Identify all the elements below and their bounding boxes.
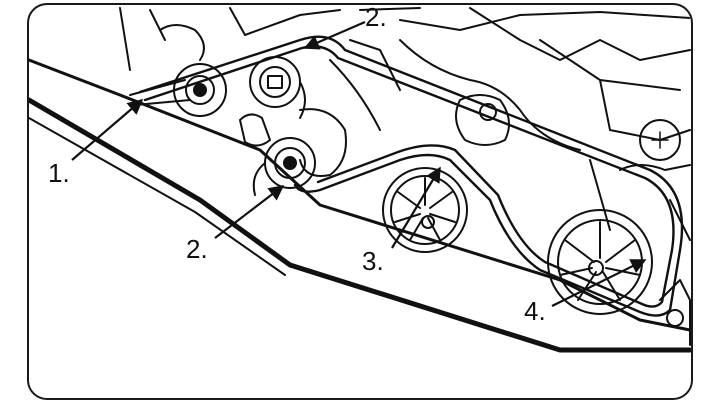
leader-arrow-2-top xyxy=(303,20,366,50)
leader-arrow-4 xyxy=(551,259,647,307)
leader-arrow-2-bottom xyxy=(214,185,285,239)
callout-label-2-bottom: 2. xyxy=(186,234,208,264)
callout-label-3: 3. xyxy=(362,246,384,276)
callout-label-4: 4. xyxy=(524,296,546,326)
upper-idler-pulley xyxy=(249,56,306,119)
drive-belt xyxy=(138,35,684,317)
leader-arrow-3 xyxy=(391,166,441,249)
illustration-frame xyxy=(27,3,693,400)
chassis-cover xyxy=(29,58,691,353)
lower-idler-pulley xyxy=(252,137,316,196)
leader-arrow-1 xyxy=(71,98,144,161)
callout-label-1: 1. xyxy=(48,158,70,188)
pulley-3-wheel xyxy=(382,167,468,253)
callout-label-2-top: 2. xyxy=(365,2,387,32)
